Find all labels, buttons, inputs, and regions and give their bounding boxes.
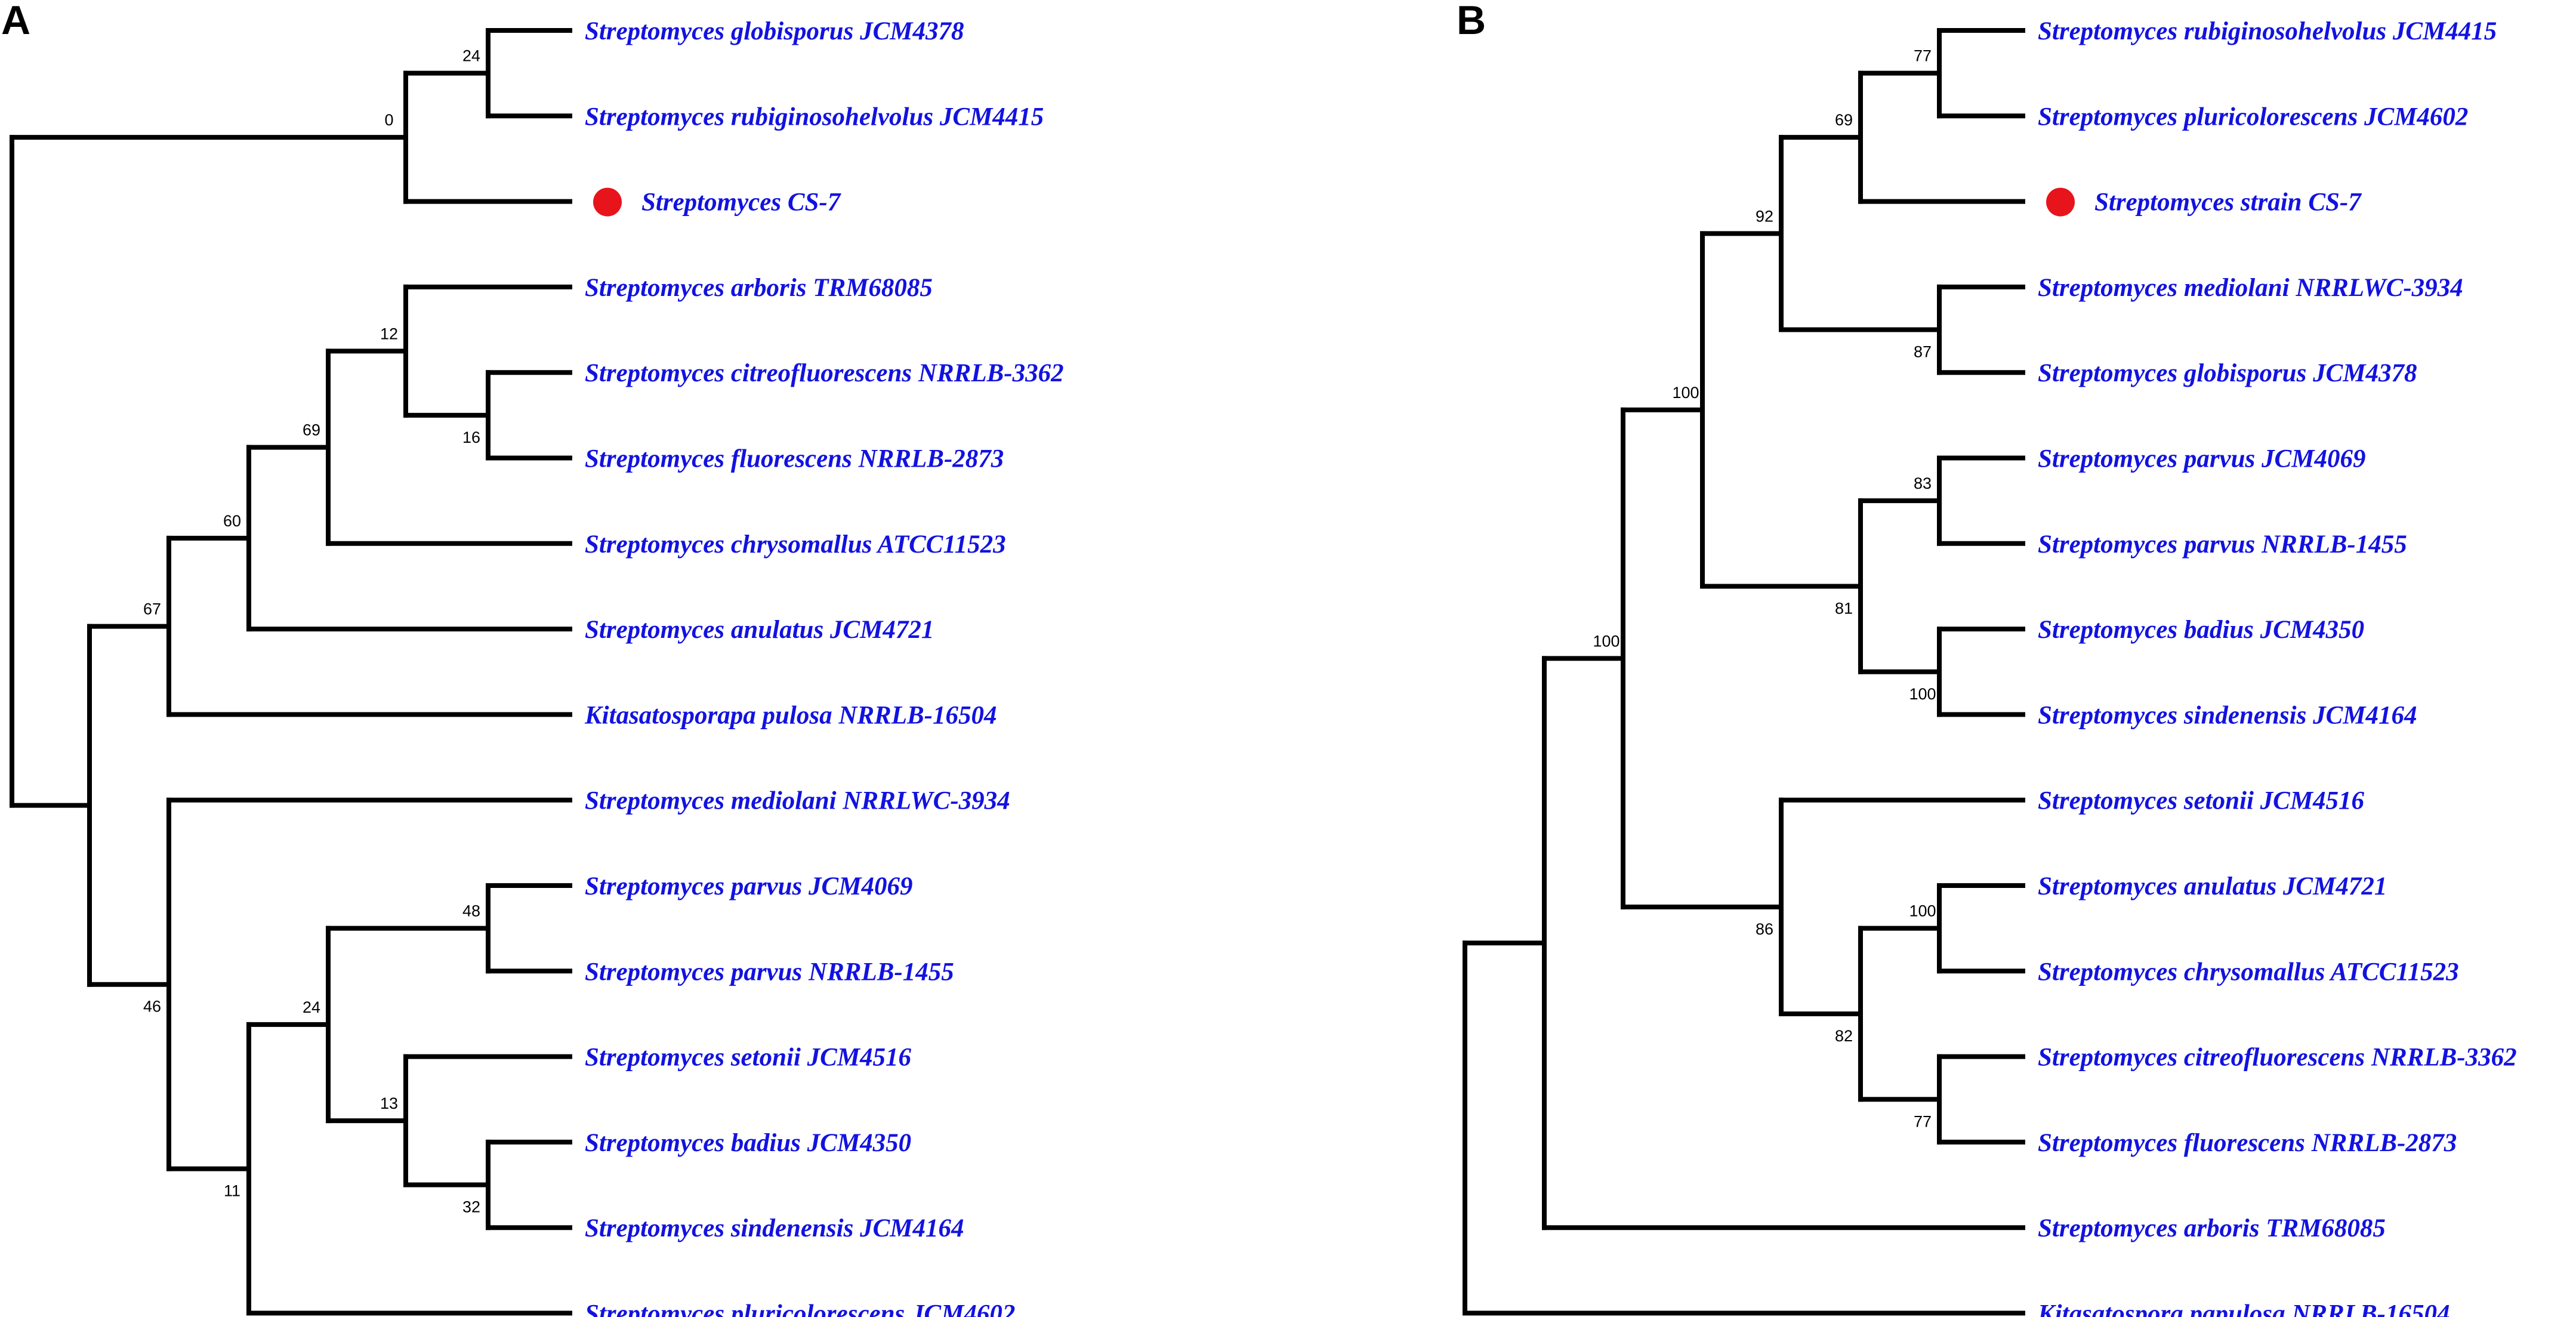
leaf-label: Kitasatosporapa pulosa NRRLB-16504 [584,701,997,729]
support-value: 100 [1909,685,1936,703]
leaf-labels: Streptomyces rubiginosohelvolus JCM4415S… [2037,17,2517,1317]
support-value: 46 [143,998,161,1016]
support-value: 82 [1835,1027,1853,1045]
leaf-label: Streptomyces strain CS-7 [2094,189,2362,217]
support-value: 100 [1593,632,1619,650]
leaf-label: Streptomyces chrysomallus ATCC11523 [585,530,1006,559]
support-value: 11 [224,1182,240,1200]
leaf-label: Streptomyces rubiginosohelvolus JCM4415 [2038,17,2497,45]
support-value: 67 [143,600,161,618]
support-value: 12 [380,325,398,343]
leaf-label: Kitasatospora papulosa NRRLB-16504 [2037,1300,2450,1317]
support-value: 60 [223,512,241,530]
tree-panel-a: Streptomyces globisporus JCM4378Streptom… [10,17,1064,1317]
support-values: 24 0 16 12 69 60 67 48 32 13 24 11 46 [143,47,480,1216]
tree-branches [1463,28,2025,1316]
leaf-label: Streptomyces setonii JCM4516 [2038,787,2365,815]
support-value: 13 [380,1094,398,1112]
support-value: 92 [1756,207,1773,225]
leaf-label: Streptomyces mediolani NRRLWC-3934 [585,787,1010,815]
support-value: 24 [462,47,480,65]
leaf-label: Streptomyces pluricolorescens JCM4602 [2038,103,2468,131]
support-value: 32 [462,1198,480,1216]
leaf-label: Streptomyces parvus JCM4069 [585,872,912,900]
support-values: 77 69 87 92 83 100 81 100 100 77 82 86 100 [1593,47,1936,1131]
support-value: 16 [462,428,480,446]
leaf-label: Streptomyces pluricolorescens JCM4602 [585,1300,1015,1317]
support-value: 69 [303,421,320,439]
support-value: 100 [1909,902,1936,920]
leaf-label: Streptomyces sindenensis JCM4164 [585,1214,964,1242]
leaf-label: Streptomyces arboris TRM68085 [585,274,933,302]
support-value: 77 [1914,1112,1932,1130]
leaf-label: Streptomyces sindenensis JCM4164 [2038,701,2417,729]
leaf-label: Streptomyces anulatus JCM4721 [2038,872,2387,900]
leaf-label: Streptomyces mediolani NRRLWC-3934 [2038,274,2463,302]
leaf-label: Streptomyces arboris TRM68085 [2038,1214,2386,1242]
support-value: 24 [303,998,320,1016]
support-value: 83 [1914,474,1932,492]
support-value: 69 [1835,111,1853,129]
support-value: 81 [1835,599,1853,617]
leaf-label: Streptomyces badius JCM4350 [585,1129,911,1157]
red-circle-icon [593,187,622,217]
leaf-label: Streptomyces setonii JCM4516 [585,1044,912,1072]
leaf-labels: Streptomyces globisporus JCM4378Streptom… [584,17,1064,1317]
support-value: 0 [384,111,393,129]
support-value: 86 [1756,920,1773,938]
leaf-label: Streptomyces rubiginosohelvolus JCM4415 [585,103,1044,131]
tree-panel-b: Streptomyces rubiginosohelvolus JCM4415S… [1463,17,2517,1317]
support-value: 48 [462,902,480,920]
leaf-label: Streptomyces globisporus JCM4378 [585,17,964,45]
support-value: 77 [1914,47,1932,65]
leaf-label: Streptomyces badius JCM4350 [2038,616,2364,644]
leaf-label: Streptomyces parvus JCM4069 [2038,445,2365,473]
tree-branches [10,28,572,1316]
panel-a-letter: A [1,0,30,43]
leaf-label: Streptomyces chrysomallus ATCC11523 [2038,958,2459,986]
leaf-label: Streptomyces parvus NRRLB-1455 [2038,530,2407,559]
leaf-label: Streptomyces parvus NRRLB-1455 [585,958,954,986]
leaf-label: Streptomyces fluorescens NRRLB-2873 [585,445,1004,473]
leaf-label: Streptomyces globisporus JCM4378 [2038,359,2417,387]
support-value: 87 [1914,343,1932,361]
leaf-label: Streptomyces CS-7 [641,189,841,217]
leaf-label: Streptomyces fluorescens NRRLB-2873 [2038,1129,2457,1157]
panel-b-letter: B [1457,0,1486,43]
red-circle-icon [2046,187,2075,217]
leaf-label: Streptomyces citreofluorescens NRRLB-336… [585,359,1064,387]
support-value: 100 [1672,384,1699,402]
leaf-label: Streptomyces citreofluorescens NRRLB-336… [2038,1044,2517,1072]
leaf-label: Streptomyces anulatus JCM4721 [585,616,934,644]
